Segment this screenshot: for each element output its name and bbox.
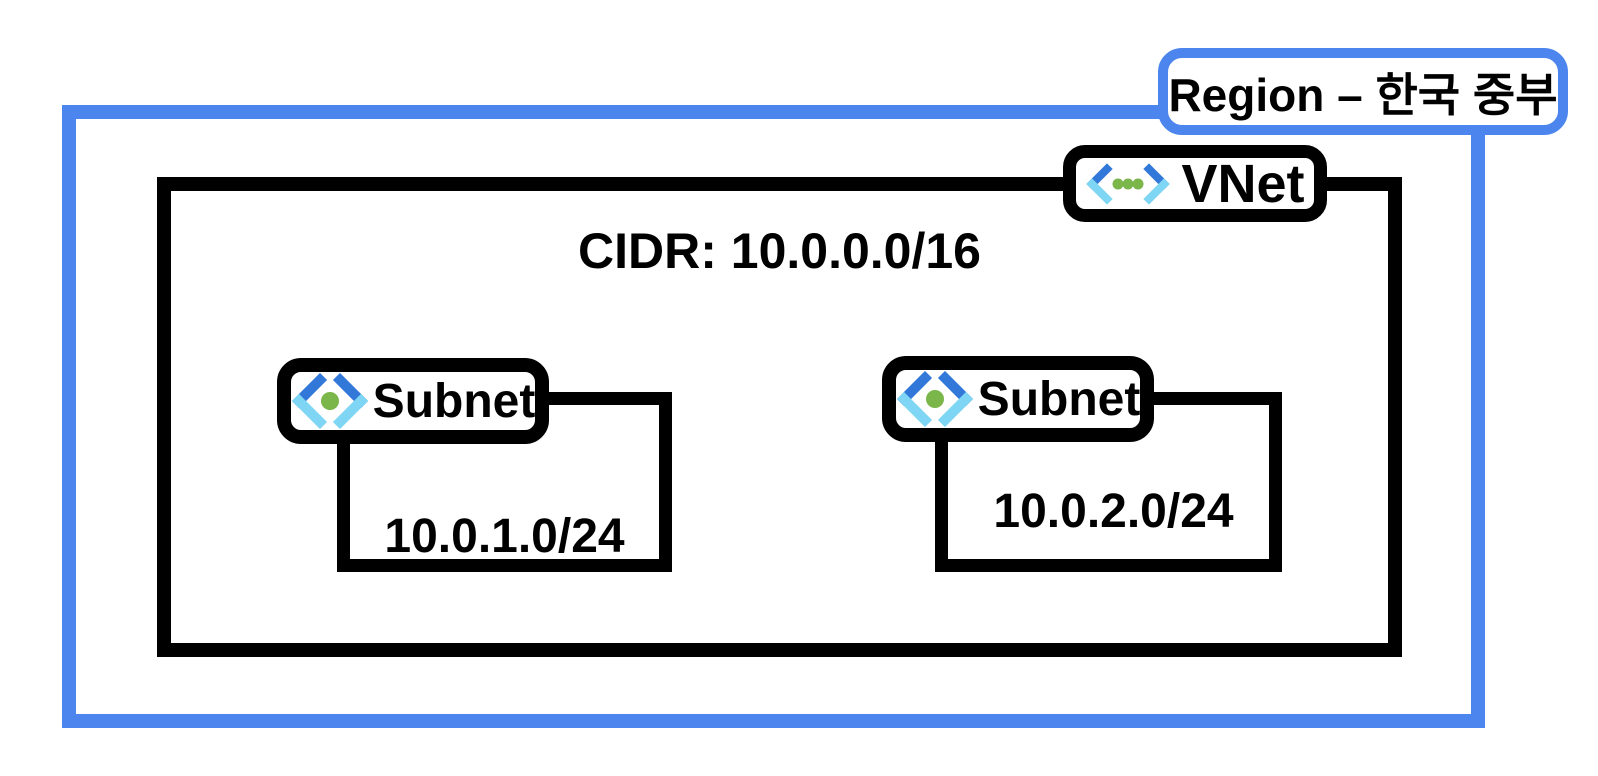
- subnet2-label: Subnet: [882, 356, 1154, 442]
- vnet-label-text: VNet: [1181, 153, 1305, 214]
- region-label-text: Region – 한국 중부: [1168, 68, 1558, 121]
- subnet1-label-text: Subnet: [372, 374, 536, 428]
- vnet-cidr-text: CIDR: 10.0.0.0/16: [578, 223, 981, 279]
- subnet2-label-text: Subnet: [977, 372, 1141, 426]
- region-boundary-box: [62, 105, 1485, 728]
- subnet1-label: Subnet: [277, 358, 549, 444]
- vnet-boundary-box: [157, 177, 1402, 657]
- vnet-icon: [1086, 162, 1171, 205]
- subnet1-cidr-text: 10.0.1.0/24: [384, 510, 625, 563]
- subnet-icon: [291, 373, 368, 429]
- region-label: Region – 한국 중부: [1158, 48, 1568, 135]
- subnet-icon: [896, 371, 973, 427]
- vnet-label: VNet: [1063, 145, 1327, 222]
- subnet2-cidr-text: 10.0.2.0/24: [993, 485, 1234, 538]
